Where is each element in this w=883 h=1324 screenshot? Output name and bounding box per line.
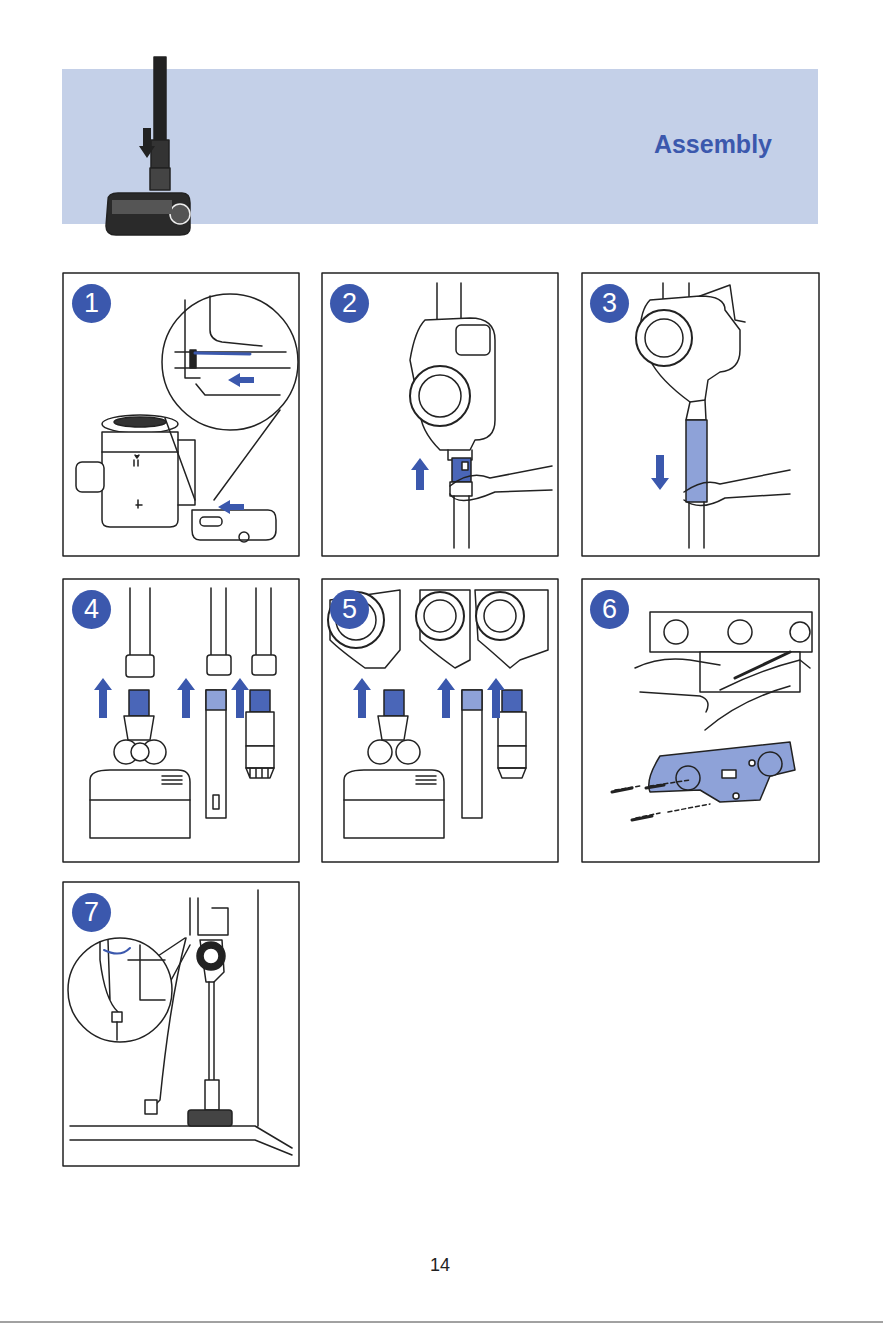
- step-number: 7: [84, 899, 99, 926]
- section-title: Assembly: [654, 130, 772, 159]
- step-number-circle: 4: [72, 590, 111, 629]
- step-number-circle: 7: [72, 893, 111, 932]
- step-number-circle: 2: [330, 284, 369, 323]
- step-number-circle: 6: [590, 590, 629, 629]
- step-number: 6: [602, 596, 617, 623]
- step-number-circle: 3: [590, 284, 629, 323]
- page-number: 14: [430, 1255, 450, 1276]
- step-number-circle: 1: [72, 284, 111, 323]
- step-number: 4: [84, 596, 99, 623]
- step-number-circle: 5: [330, 590, 369, 629]
- step-number: 5: [342, 596, 357, 623]
- step-number: 2: [342, 290, 357, 317]
- step-number: 3: [602, 290, 617, 317]
- step-number: 1: [84, 290, 99, 317]
